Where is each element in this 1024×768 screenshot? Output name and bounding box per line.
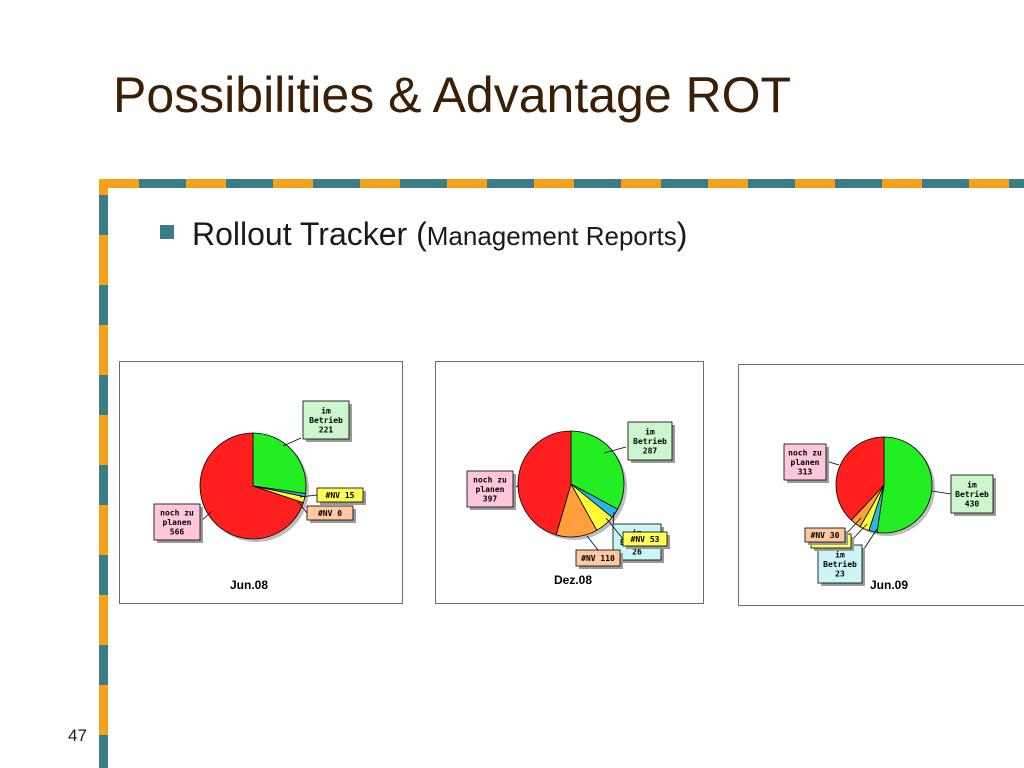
callout-label-text: Betrieb <box>823 559 857 569</box>
callout-label: #NV 53 <box>622 531 670 549</box>
callout-label: #NV 30 <box>804 527 848 545</box>
callout-label-text: 221 <box>319 426 334 435</box>
callout-label-text: 313 <box>798 468 813 477</box>
bullet-item-rollout-tracker: Rollout Tracker (Management Reports) <box>160 216 687 253</box>
callout-label-text: im <box>645 427 655 437</box>
chart-caption: Dez.08 <box>554 573 592 587</box>
callout-label-text: planen <box>791 458 820 467</box>
pie-slice <box>835 436 885 521</box>
bullet-main-text: Rollout Tracker ( <box>192 216 427 252</box>
callout-label: #NV 0 <box>306 505 356 523</box>
callout-label-text: im <box>835 550 845 560</box>
callout-label-text: im <box>967 480 977 490</box>
callout-label-text: noch zu <box>473 476 507 485</box>
callout-label-text: #NV 15 <box>326 491 355 500</box>
callout-label-text: 566 <box>170 528 185 537</box>
callout-leader-line <box>586 535 599 551</box>
callout-leader-line <box>282 437 302 447</box>
callout-label-text: #NV 30 <box>811 531 840 540</box>
callout-label-text: 430 <box>965 500 980 509</box>
decorative-dashed-border-left <box>99 179 108 768</box>
callout-label-text: im <box>321 406 331 416</box>
callout-leader-line <box>603 446 627 454</box>
callout-label-text: Betrieb <box>309 415 343 425</box>
callout-label-text: 23 <box>835 570 845 579</box>
callout-label-text: 287 <box>643 447 658 456</box>
callout-leader-line <box>299 494 318 498</box>
callout-label-text: noch zu <box>160 509 194 518</box>
slide-title: Possibilities & Advantage ROT <box>113 67 792 123</box>
chart-caption: Jun.09 <box>870 578 908 592</box>
callout-label: #NV 110 <box>575 549 623 569</box>
callout-leader-line <box>605 517 624 540</box>
square-bullet-icon <box>160 225 174 239</box>
callout-label-text: #NV 0 <box>318 509 342 518</box>
bullet-sub-text: Management Reports <box>426 221 677 251</box>
callout-leader-line <box>931 490 952 495</box>
pie-slice <box>252 432 307 495</box>
callout-label-text: Betrieb <box>955 489 989 499</box>
callout-leader-line <box>297 501 308 514</box>
decorative-dashed-border-top <box>99 179 1024 188</box>
pie-slice <box>570 430 625 510</box>
pie-chart-dez08: imBetrieb287imBetrieb 26 #NV 53 #NV 110 noch… <box>466 421 675 587</box>
bullet-close-text: ) <box>676 216 688 252</box>
callout-label-text: 26 <box>632 548 642 557</box>
callout-label-text: 397 <box>483 495 498 504</box>
callout-label-text: Betrieb <box>633 436 667 446</box>
callout-label-text: planen <box>163 518 192 527</box>
chart-caption: Jun.08 <box>230 578 268 592</box>
pie-slice <box>199 432 304 540</box>
chart-panel-dez08: imBetrieb287imBetrieb 26 #NV 53 #NV 110 noch… <box>435 361 704 604</box>
pie-slice <box>876 436 933 534</box>
callout-label-text: noch zu <box>788 449 822 458</box>
callout-label-text: #NV 53 <box>631 535 660 544</box>
callout-label: #NV 15 <box>316 487 366 505</box>
callout-label-text: planen <box>476 485 505 494</box>
pie-slice <box>517 430 572 536</box>
callout-label-text: #NV 110 <box>581 554 615 563</box>
page-number: 47 <box>68 726 87 745</box>
